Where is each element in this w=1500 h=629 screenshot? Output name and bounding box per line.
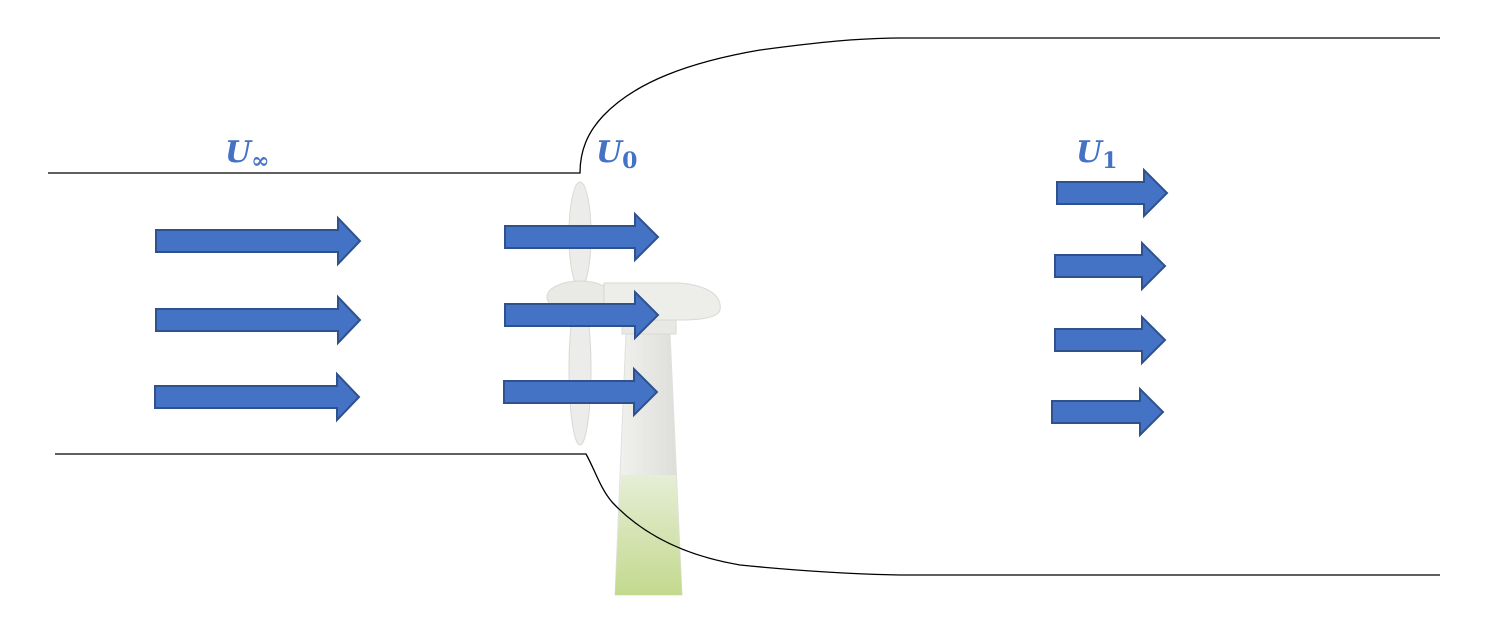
- label-main: U: [1076, 135, 1103, 170]
- label-sub: 0: [622, 148, 638, 174]
- label-sub: ∞: [251, 148, 270, 174]
- label-sub: 1: [1102, 148, 1118, 174]
- lower-streamline: [55, 453, 1440, 576]
- label-u-infinity: U∞: [225, 135, 270, 174]
- label-u-1: U1: [1076, 135, 1118, 174]
- label-main: U: [225, 135, 252, 170]
- wake-arrow: [1054, 314, 1167, 366]
- upstream-arrow: [155, 215, 362, 267]
- upstream-arrow: [155, 294, 362, 346]
- wake-arrow: [1051, 386, 1165, 438]
- wake-arrow: [1054, 240, 1167, 292]
- rotor-arrow: [503, 366, 659, 418]
- rotor-arrow: [504, 289, 660, 341]
- rotor-arrow: [504, 211, 660, 263]
- velocity-arrows: [154, 167, 1169, 438]
- wake-arrow: [1056, 167, 1169, 219]
- label-u-0: U0: [596, 135, 638, 174]
- upstream-arrow: [154, 371, 361, 423]
- label-main: U: [596, 135, 623, 170]
- upper-streamline: [48, 37, 1440, 174]
- turbine-tower-base: [615, 475, 682, 595]
